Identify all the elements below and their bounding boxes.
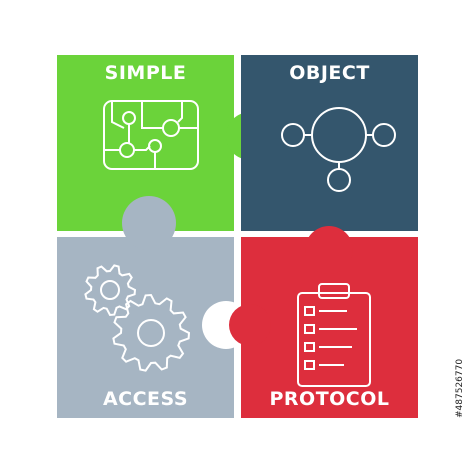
puzzle-piece-object	[241, 55, 418, 231]
label-access: ACCESS	[102, 388, 189, 410]
circuit-board-icon	[103, 100, 199, 170]
gears-icon	[84, 264, 191, 372]
stock-id-text: #487526770	[455, 358, 465, 418]
network-node-icon	[281, 107, 396, 192]
label-protocol: PROTOCOL	[269, 388, 390, 410]
checklist-clipboard-icon	[297, 283, 371, 387]
label-object: OBJECT	[289, 62, 370, 84]
label-simple: SIMPLE	[104, 62, 187, 84]
